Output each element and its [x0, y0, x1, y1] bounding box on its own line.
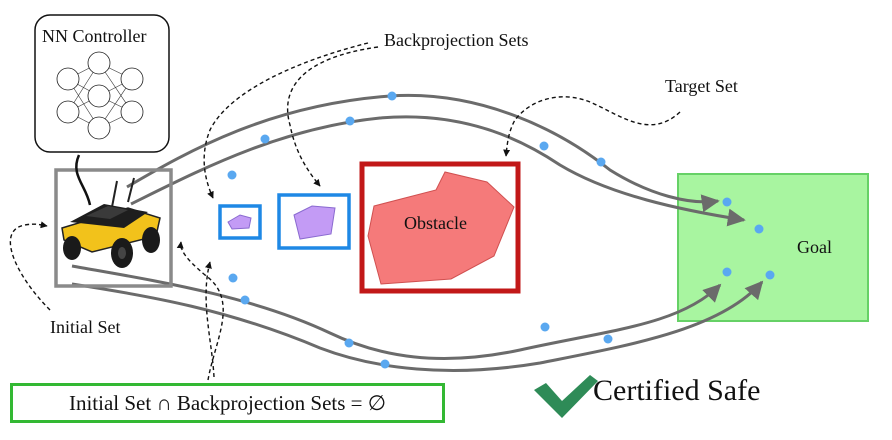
obstacle-label: Obstacle	[404, 213, 467, 233]
initial-set-box	[54, 168, 173, 288]
upper-trajectory	[126, 93, 746, 227]
waypoint	[765, 270, 775, 280]
backprojection-set-far	[277, 193, 351, 250]
waypoint	[344, 338, 354, 348]
waypoint	[380, 359, 390, 369]
waypoint	[596, 157, 606, 167]
waypoint	[754, 224, 764, 234]
initial-pointer	[9, 221, 51, 311]
backprojection-sets-label: Backprojection Sets	[384, 30, 529, 50]
checkmark-icon	[534, 375, 598, 418]
waypoint	[603, 334, 613, 344]
safety-condition-box: Initial Set ∩ Backprojection Sets = ∅	[10, 383, 445, 423]
certified-safe-label: Certified Safe	[593, 374, 761, 407]
initial-set-label: Initial Set	[50, 317, 121, 337]
waypoint	[722, 267, 732, 277]
waypoint	[228, 273, 238, 283]
waypoints	[227, 91, 775, 369]
controller-cable	[75, 154, 92, 206]
waypoint	[345, 116, 355, 126]
equation-pointer	[176, 241, 224, 381]
waypoint	[260, 134, 270, 144]
waypoint	[722, 197, 732, 207]
neural-network-icon	[56, 51, 144, 140]
goal-region	[677, 173, 869, 322]
obstacle-shape	[367, 171, 515, 285]
bp-pointer-far	[286, 46, 379, 187]
backprojection-shape-far	[293, 205, 336, 240]
nn-controller-label: NN Controller	[42, 26, 147, 46]
waypoint	[227, 170, 237, 180]
lower-trajectory	[71, 264, 764, 372]
target-set-label: Target Set	[665, 76, 738, 96]
bp-pointer-near	[203, 42, 369, 199]
goal-label: Goal	[797, 237, 832, 257]
waypoint	[387, 91, 397, 101]
equation-pointer-2	[205, 261, 215, 378]
pointer-arrows	[9, 42, 681, 381]
backprojection-shape-near	[227, 214, 252, 230]
waypoint	[540, 322, 550, 332]
target-pointer	[503, 96, 681, 157]
waypoint	[539, 141, 549, 151]
safety-condition-text: Initial Set ∩ Backprojection Sets = ∅	[68, 390, 387, 415]
robot-icon	[61, 177, 161, 268]
waypoint	[240, 295, 250, 305]
